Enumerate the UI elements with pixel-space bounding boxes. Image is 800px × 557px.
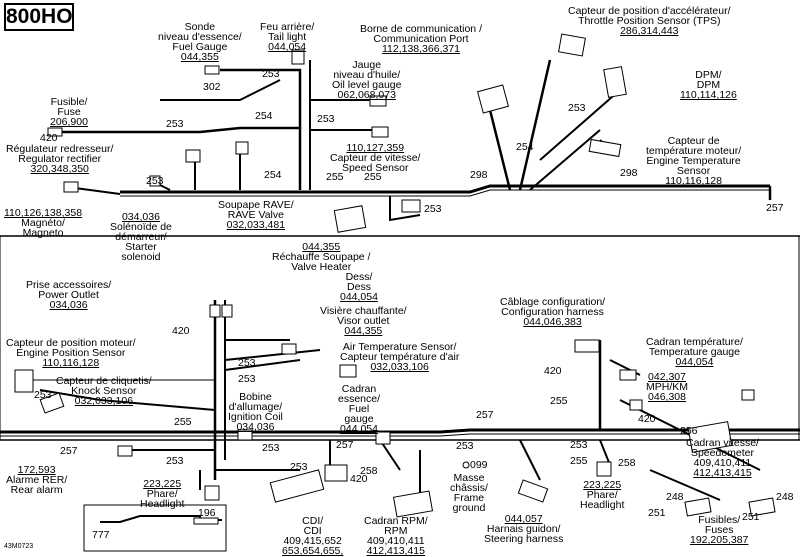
wire-number: 255: [364, 171, 382, 183]
wire-number: 302: [203, 81, 221, 93]
wire-number: 298: [470, 169, 488, 181]
wire-number: 257: [476, 409, 494, 421]
wire-number: 253: [166, 118, 184, 130]
label-engine-position-sensor: Capteur de position moteur/Engine Positi…: [6, 337, 136, 369]
inset-box: [83, 504, 227, 552]
wire-number: 255: [326, 171, 344, 183]
wire-number: 253: [238, 357, 256, 369]
wire-number: 253: [456, 440, 474, 452]
wire-number: 253: [262, 68, 280, 80]
wire-number: 253: [34, 389, 52, 401]
wire-number: 255: [174, 416, 192, 428]
wire-number: 255: [570, 455, 588, 467]
page-title: 800HO: [4, 3, 74, 31]
wire-number: 253: [262, 442, 280, 454]
wire-number: 420: [172, 325, 190, 337]
wire-number: 251: [742, 511, 760, 523]
wire-number: 777: [92, 529, 110, 541]
wire-number: 420: [350, 473, 368, 485]
wire-number: 420: [40, 132, 58, 144]
wire-number: 254: [255, 110, 273, 122]
figure-code: 43M0723: [4, 543, 34, 550]
label-communication-port: Borne de communication /Communication Po…: [360, 23, 482, 55]
connector-shapes: [47, 33, 627, 233]
wire-number: 253: [424, 203, 442, 215]
label-configuration-harness: Câblage configuration/Configuration harn…: [500, 296, 606, 328]
wire-number: 248: [666, 491, 684, 503]
wire-number: 251: [648, 507, 666, 519]
wire-number: 257: [766, 202, 784, 214]
label-throttle-position-sensor: Capteur de position d'accélérateur/Throt…: [568, 5, 731, 37]
wire-number: 298: [620, 167, 638, 179]
wire-number: 420: [638, 413, 656, 425]
wire-number: 196: [198, 507, 216, 519]
wire-number: 254: [516, 141, 534, 153]
wire-number: 248: [776, 491, 794, 503]
label-air-temperature-sensor: Air Temperature Sensor/Capteur températu…: [340, 341, 460, 373]
wire-number: 253: [238, 373, 256, 385]
wire-number: 253: [317, 113, 335, 125]
wire-number: 420: [544, 365, 562, 377]
wire-number: 253: [290, 461, 308, 473]
label-regulator-rectifier: Régulateur redresseur/Regulator rectifie…: [6, 143, 114, 175]
wire-number: 256: [680, 425, 698, 437]
wire-number: 253: [166, 455, 184, 467]
wire-number: 253: [570, 439, 588, 451]
wire-number: 258: [618, 457, 636, 469]
wire-number: 257: [336, 439, 354, 451]
wire-number: 257: [60, 445, 78, 457]
wire-number: 258: [360, 465, 378, 477]
wire-number: 255: [550, 395, 568, 407]
wire-number: 253: [568, 102, 586, 114]
wire-number: 253: [146, 175, 164, 187]
wire-number: 254: [264, 169, 282, 181]
wire-number: 099: [470, 459, 488, 471]
